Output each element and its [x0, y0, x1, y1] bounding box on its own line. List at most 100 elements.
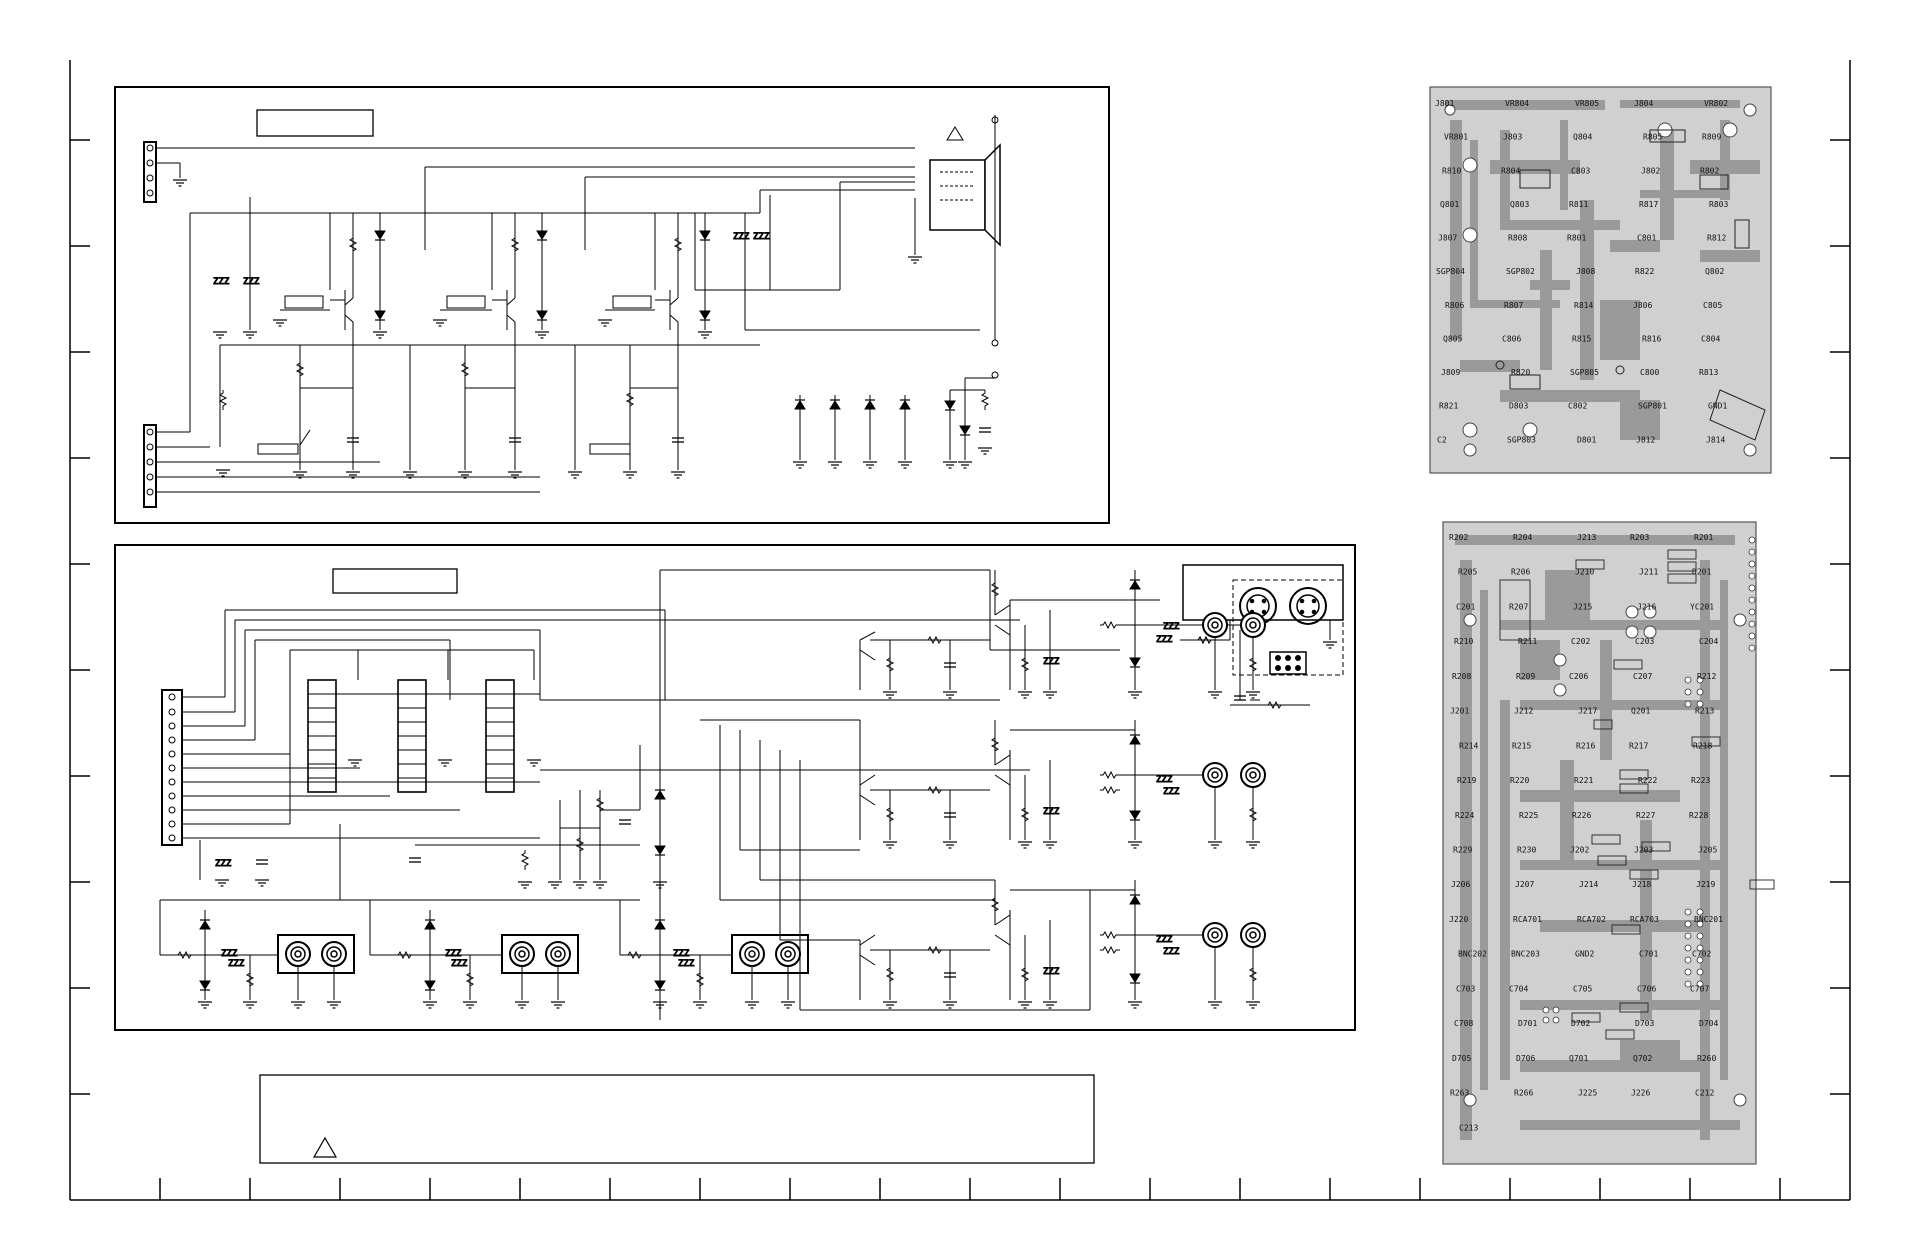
- pcb-ref-label: R812: [1707, 234, 1726, 243]
- pcb-ref-label: R808: [1508, 234, 1527, 243]
- pcb-ref-label: J207: [1515, 880, 1534, 889]
- pcb-ref-label: VR804: [1505, 99, 1529, 108]
- pcb-ref-label: Q701: [1569, 1054, 1588, 1063]
- pcb-ref-label: SGP804: [1436, 267, 1465, 276]
- pcb-ref-label: R204: [1513, 533, 1532, 542]
- pcb-ref-label: C704: [1509, 984, 1528, 993]
- pcb-ref-label: C708: [1454, 1019, 1473, 1028]
- pcb-ref-label: C2: [1437, 435, 1447, 444]
- pcb-ref-label: C801: [1637, 234, 1656, 243]
- pcb-ref-label: J201: [1450, 707, 1469, 716]
- pcb-ref-label: Q801: [1440, 200, 1459, 209]
- pcb-ref-label: R816: [1642, 335, 1661, 344]
- pcb-ref-label: R820: [1511, 368, 1530, 377]
- pcb-ref-label: R214: [1459, 741, 1478, 750]
- pcb-ref-label: J202: [1570, 846, 1589, 855]
- pcb-ref-label: R804: [1501, 166, 1520, 175]
- pcb-ref-label: R207: [1509, 602, 1528, 611]
- pcb-ref-label: BNC201: [1694, 915, 1723, 924]
- pcb-ref-label: Q804: [1573, 133, 1592, 142]
- pcb-ref-label: J806: [1633, 301, 1652, 310]
- pcb-ref-label: Q802: [1705, 267, 1724, 276]
- pcb-ref-label: C204: [1699, 637, 1718, 646]
- pcb-ref-label: GND2: [1575, 950, 1594, 959]
- pcb-ref-label: R220: [1510, 776, 1529, 785]
- pcb-ref-label: R801: [1567, 234, 1586, 243]
- pcb-ref-label: C705: [1573, 984, 1592, 993]
- pcb-ref-label: J216: [1637, 602, 1656, 611]
- pcb-ref-label: J814: [1706, 435, 1725, 444]
- pcb-ref-label: R266: [1514, 1089, 1533, 1098]
- pcb-ref-label: R224: [1455, 811, 1474, 820]
- pcb-ref-label: R810: [1442, 166, 1461, 175]
- pcb-ref-label: R206: [1511, 568, 1530, 577]
- pcb-ref-label: C201: [1456, 602, 1475, 611]
- pcb-ref-label: C203: [1635, 637, 1654, 646]
- pcb-ref-label: R223: [1691, 776, 1710, 785]
- pcb-ref-label: GND1: [1708, 402, 1727, 411]
- pcb-ref-label: D201: [1692, 568, 1711, 577]
- pcb-ref-label: SGP805: [1570, 368, 1599, 377]
- pcb-ref-label: J212: [1514, 707, 1533, 716]
- pcb-ref-label: C703: [1456, 984, 1475, 993]
- pcb-ref-label: R222: [1638, 776, 1657, 785]
- pcb-ref-label: R203: [1630, 533, 1649, 542]
- pcb-ref-label: J226: [1631, 1089, 1650, 1098]
- pcb-ref-label: J803: [1503, 133, 1522, 142]
- pcb-ref-label: J220: [1449, 915, 1468, 924]
- pcb-ref-label: R218: [1693, 741, 1712, 750]
- pcb-ref-label: R219: [1457, 776, 1476, 785]
- pcb-ref-label: C800: [1640, 368, 1659, 377]
- pcb-ref-label: C804: [1701, 335, 1720, 344]
- pcb-ref-label: J809: [1441, 368, 1460, 377]
- pcb-ref-label: C803: [1571, 166, 1590, 175]
- pcb-ref-label: R208: [1452, 672, 1471, 681]
- pcb-ref-label: R811: [1569, 200, 1588, 209]
- pcb-ref-label: D801: [1577, 435, 1596, 444]
- crt-schematic: [114, 86, 1110, 524]
- pcb-ref-label: R803: [1709, 200, 1728, 209]
- pcb-ref-label: Q702: [1633, 1054, 1652, 1063]
- pcb-ref-label: RCA703: [1630, 915, 1659, 924]
- pcb-ref-label: R813: [1699, 368, 1718, 377]
- pcb-ref-label: C207: [1633, 672, 1652, 681]
- av-schematic: [114, 544, 1356, 1031]
- pcb-ref-label: YC201: [1690, 602, 1714, 611]
- pcb-ref-label: J812: [1636, 435, 1655, 444]
- pcb-ref-label: R227: [1636, 811, 1655, 820]
- pcb-ref-label: J217: [1578, 707, 1597, 716]
- pcb-ref-label: Q201: [1631, 707, 1650, 716]
- pcb-ref-label: C213: [1459, 1123, 1478, 1132]
- pcb-ref-label: Q803: [1510, 200, 1529, 209]
- pcb-ref-label: D701: [1518, 1019, 1537, 1028]
- pcb-ref-label: C706: [1637, 984, 1656, 993]
- pcb-ref-label: R230: [1517, 846, 1536, 855]
- pcb-ref-label: R201: [1694, 533, 1713, 542]
- pcb-ref-label: SGP801: [1638, 402, 1667, 411]
- pcb-ref-label: R822: [1635, 267, 1654, 276]
- pcb-ref-label: J211: [1639, 568, 1658, 577]
- pcb-ref-label: C202: [1571, 637, 1590, 646]
- pcb-ref-label: C212: [1695, 1089, 1714, 1098]
- pcb-ref-label: R226: [1572, 811, 1591, 820]
- pcb-ref-label: D803: [1509, 402, 1528, 411]
- pcb-ref-label: J801: [1435, 99, 1454, 108]
- pcb-ref-label: Q805: [1443, 335, 1462, 344]
- pcb-ref-label: J203: [1634, 846, 1653, 855]
- pcb-ref-label: J807: [1438, 234, 1457, 243]
- pcb-ref-label: D706: [1516, 1054, 1535, 1063]
- pcb-ref-label: R215: [1512, 741, 1531, 750]
- pcb-ref-label: D702: [1571, 1019, 1590, 1028]
- pcb-ref-label: C701: [1639, 950, 1658, 959]
- pcb-ref-label: J218: [1632, 880, 1651, 889]
- pcb-ref-label: J808: [1576, 267, 1595, 276]
- notes-box: [259, 1074, 1095, 1164]
- pcb-ref-label: R213: [1695, 707, 1714, 716]
- pcb-ref-label: R805: [1643, 133, 1662, 142]
- pcb-ref-label: R806: [1445, 301, 1464, 310]
- pcb-ref-label: RCA701: [1513, 915, 1542, 924]
- pcb-ref-label: SGP802: [1506, 267, 1535, 276]
- pcb-ref-label: C806: [1502, 335, 1521, 344]
